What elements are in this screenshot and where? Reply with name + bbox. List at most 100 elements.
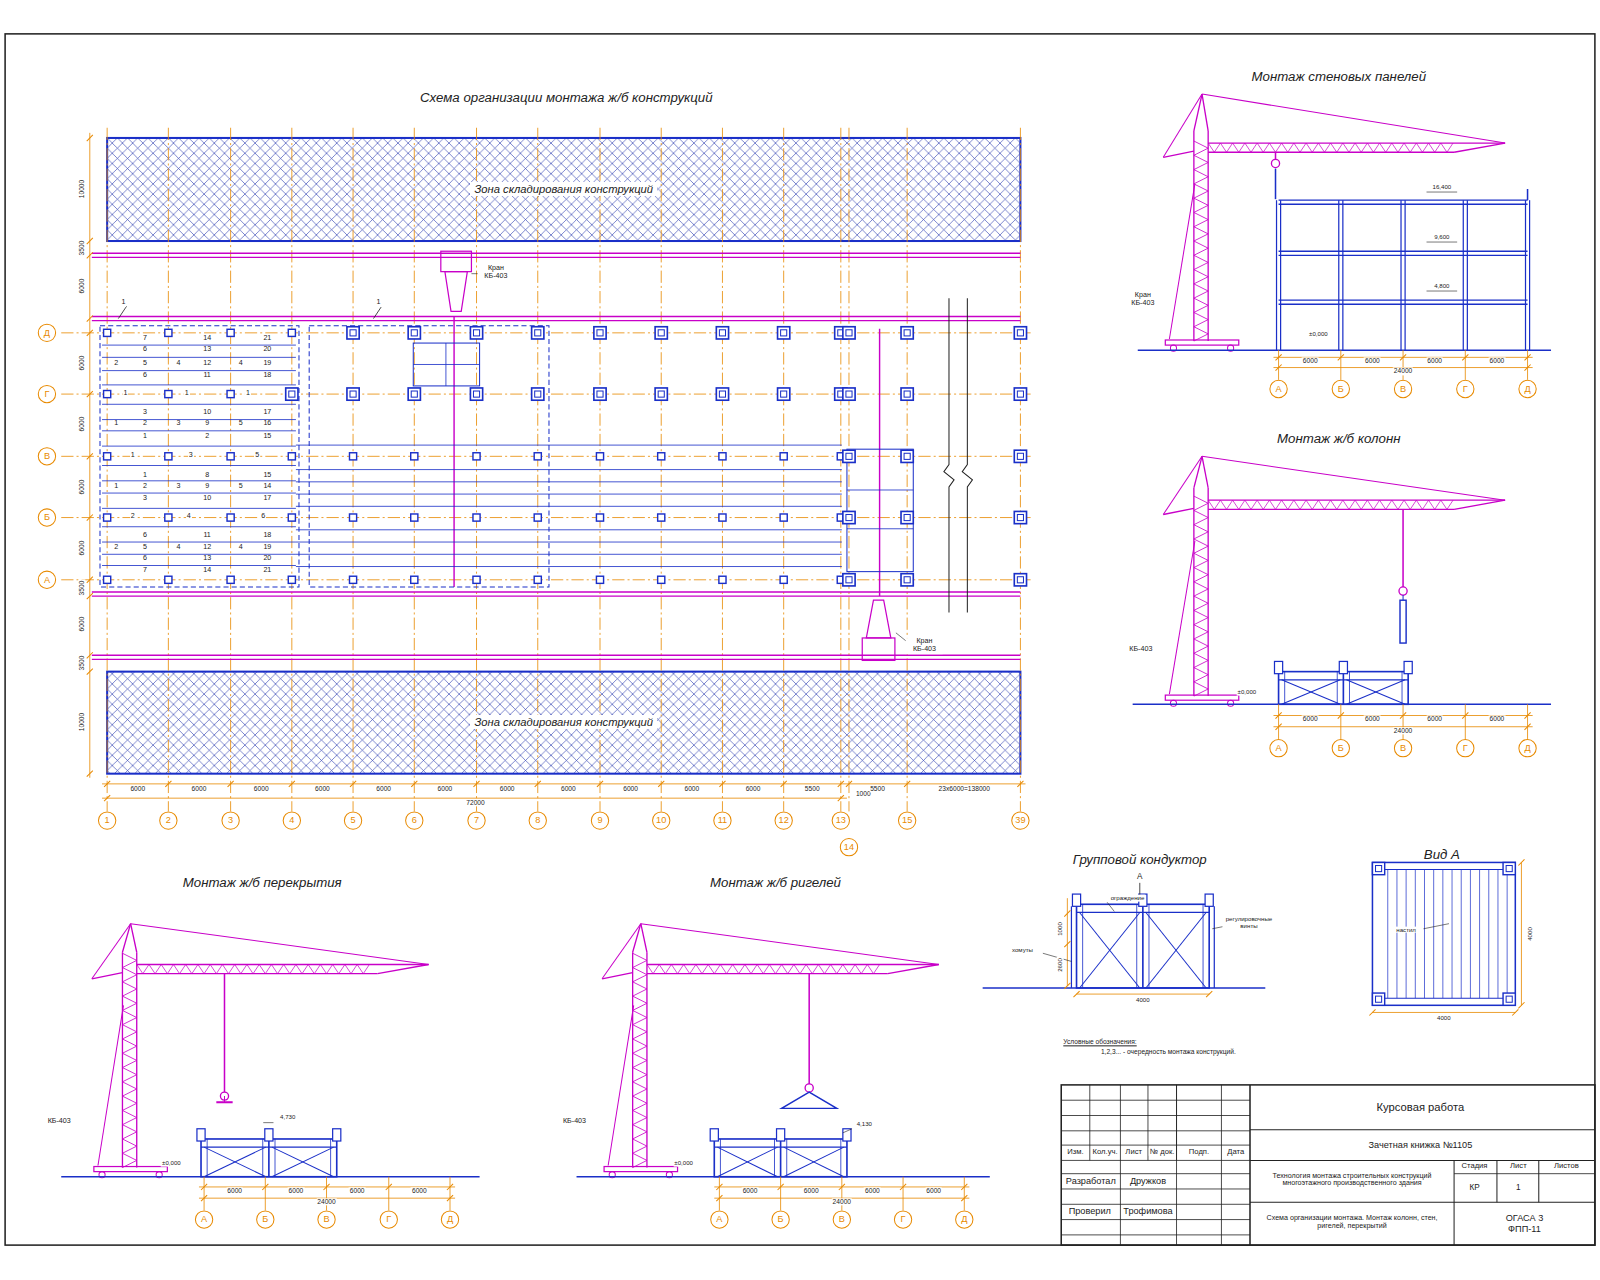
drawing-line: [1276, 143, 1282, 152]
drawing-line: [296, 964, 302, 973]
axis-circle: [894, 1211, 911, 1228]
drawing-line: [1194, 518, 1208, 525]
drawing-label: 2: [113, 360, 119, 368]
drawing-line: [87, 577, 93, 583]
drawing-rect: [288, 514, 295, 521]
drawing-line: [224, 1096, 225, 1102]
drawing-label: 6000: [1302, 358, 1319, 365]
drawing-line: [535, 781, 541, 787]
view-title: Групповой кондуктор: [1073, 853, 1207, 868]
drawing-line: [204, 1147, 266, 1177]
drawing-label: 4: [176, 544, 182, 552]
drawing-label: Кран КБ-403: [1125, 292, 1162, 308]
drawing-line: [222, 964, 228, 973]
drawing-rect: [901, 450, 913, 462]
drawing-label: 6: [142, 532, 148, 540]
drawing-line: [473, 781, 479, 787]
drawing-rect: [846, 391, 852, 397]
axis-circle: [318, 1211, 335, 1228]
drawing-line: [61, 332, 1030, 333]
drawing-line: [1429, 143, 1435, 152]
drawing-rect: [104, 453, 111, 460]
drawing-line: [1422, 143, 1428, 152]
drawing-line: [1276, 200, 1277, 350]
drawing-line: [1442, 870, 1443, 999]
drawing-rect: [441, 251, 472, 271]
drawing-label: 24000: [316, 1198, 336, 1205]
drawing-rect: [594, 327, 606, 339]
drawing-label: 4000: [1436, 1015, 1452, 1022]
axis-mark: Г: [386, 1214, 391, 1224]
drawing-line: [373, 306, 381, 318]
drawing-line: [867, 964, 873, 973]
drawing-label: 6000: [78, 616, 85, 633]
drawing-line: [1340, 704, 1341, 739]
drawing-line: [1020, 128, 1021, 812]
drawing-rect: [473, 391, 479, 397]
drawing-line: [633, 989, 647, 996]
drawing-line: [769, 964, 775, 973]
drawing-label: 3: [176, 483, 182, 491]
drawing-line: [1496, 1160, 1497, 1202]
drawing-line: [265, 964, 271, 973]
drawing-label: 20: [262, 555, 272, 563]
drawing-line: [1398, 500, 1404, 509]
drawing-line: [1306, 143, 1312, 152]
drawing-line: [1518, 1002, 1524, 1008]
drawing-label: 10000: [78, 712, 85, 732]
drawing-line: [838, 795, 844, 801]
drawing-line: [92, 320, 1021, 321]
drawing-line: [1441, 500, 1447, 509]
drawing-label: 6: [142, 372, 148, 380]
drawing-line: [102, 404, 296, 405]
drawing-rect: [473, 576, 480, 583]
drawing-label: 1: [376, 299, 382, 307]
drawing-line: [1279, 200, 1528, 201]
drawing-label: Стадия: [1460, 1162, 1488, 1170]
drawing-rect: [843, 327, 855, 339]
drawing-line: [345, 964, 351, 973]
drawing-line: [296, 481, 842, 482]
drawing-line: [1454, 1160, 1455, 1245]
drawing-line: [1194, 162, 1208, 169]
view-title: Монтаж ж/б ригелей: [710, 875, 841, 890]
drawing-line: [1349, 500, 1355, 509]
drawing-line: [1488, 870, 1489, 999]
drawing-line: [633, 1046, 647, 1053]
drawing-line: [848, 128, 849, 812]
drawing-line: [296, 494, 842, 495]
storage-zone: Зона складирования конструкций: [107, 138, 1020, 241]
view-title: Монтаж ж/б колонн: [1277, 431, 1400, 446]
drawing-line: [961, 1195, 967, 1201]
drawing-rect: [904, 577, 910, 583]
drawing-line: [1280, 200, 1281, 350]
drawing-label: 2600: [1057, 958, 1064, 974]
drawing-line: [1220, 500, 1226, 509]
drawing-line: [1386, 143, 1392, 152]
drawing-line: [122, 1003, 136, 1010]
drawing-line: [1521, 862, 1522, 1005]
drawing-rect: [227, 514, 234, 521]
crane-hook: [805, 1084, 813, 1092]
drawing-line: [1194, 456, 1202, 488]
drawing-line: [92, 316, 1021, 317]
drawing-line: [633, 1139, 647, 1146]
axis-circle: [529, 812, 546, 829]
drawing-line: [633, 1082, 647, 1089]
drawing-rect: [655, 327, 667, 339]
drawing-line: [1433, 870, 1434, 999]
drawing-line: [1194, 298, 1208, 305]
drawing-label: регулировочные винты: [1223, 917, 1274, 930]
drawing-line: [161, 964, 167, 973]
drawing-line: [1294, 143, 1300, 152]
drawing-line: [87, 652, 93, 658]
axis-circle: [1270, 739, 1287, 756]
drawing-rect: [411, 391, 417, 397]
drawing-rect: [227, 453, 234, 460]
drawing-line: [1194, 191, 1208, 198]
drawing-line: [204, 964, 210, 973]
drawing-line: [1416, 143, 1422, 152]
drawing-line: [1194, 510, 1208, 517]
axis-circle: [1519, 739, 1536, 756]
axis-circle: [1394, 380, 1411, 397]
